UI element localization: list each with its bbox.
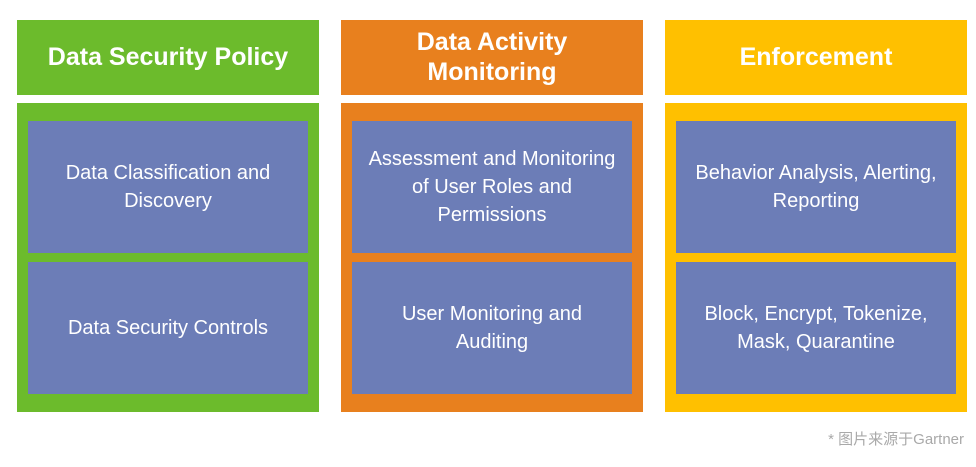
item-data-security-controls: Data Security Controls (28, 262, 308, 394)
item-block-encrypt-tokenize-mask-quarantine: Block, Encrypt, Tokenize, Mask, Quaranti… (676, 262, 956, 394)
column-body-enforcement: Behavior Analysis, Alerting, Reporting B… (665, 103, 967, 412)
column-data-security-policy: Data Security Policy Data Classification… (17, 20, 319, 412)
column-body-data-security-policy: Data Classification and Discovery Data S… (17, 103, 319, 412)
column-data-activity-monitoring: Data Activity Monitoring Assessment and … (341, 20, 643, 412)
three-column-board: Data Security Policy Data Classification… (17, 20, 967, 412)
column-enforcement: Enforcement Behavior Analysis, Alerting,… (665, 20, 967, 412)
column-header-data-security-policy: Data Security Policy (17, 20, 319, 95)
column-header-data-activity-monitoring: Data Activity Monitoring (341, 20, 643, 95)
item-assessment-and-monitoring-of-user-roles: Assessment and Monitoring of User Roles … (352, 121, 632, 253)
item-user-monitoring-and-auditing: User Monitoring and Auditing (352, 262, 632, 394)
source-attribution-note: * 图片来源于Gartner (828, 431, 964, 448)
item-data-classification-and-discovery: Data Classification and Discovery (28, 121, 308, 253)
item-behavior-analysis-alerting-reporting: Behavior Analysis, Alerting, Reporting (676, 121, 956, 253)
column-header-enforcement: Enforcement (665, 20, 967, 95)
column-body-data-activity-monitoring: Assessment and Monitoring of User Roles … (341, 103, 643, 412)
